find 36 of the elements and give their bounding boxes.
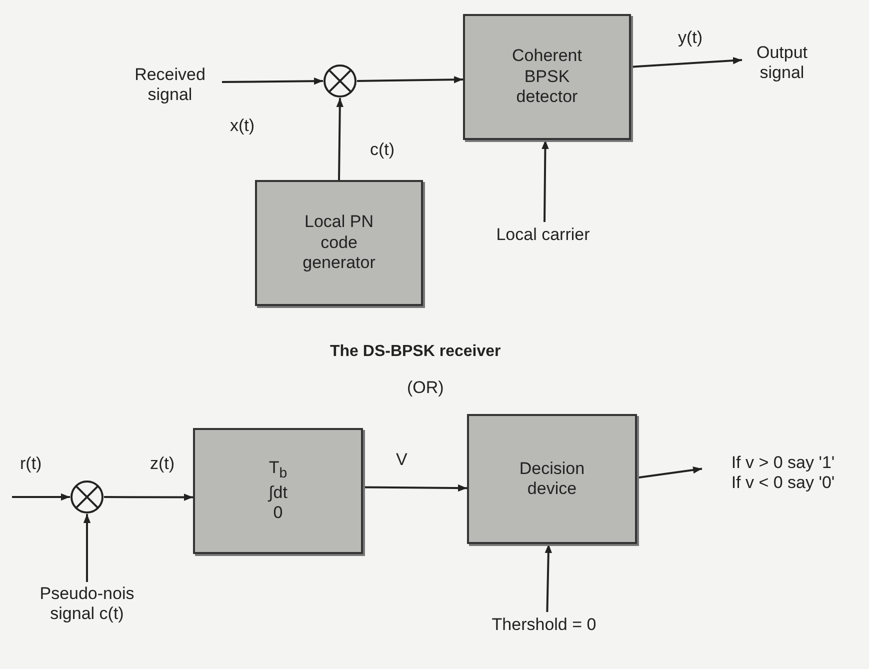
signal-label: If v > 0 say '1'	[731, 452, 835, 473]
process-box	[193, 428, 363, 554]
arrow	[222, 78, 324, 85]
edge-label: y(t)	[678, 28, 703, 48]
multiplier-symbol	[70, 480, 104, 514]
process-box	[255, 180, 423, 306]
block-text: Coherent BPSK detector	[511, 46, 583, 108]
arrow	[104, 494, 193, 501]
signal-label: Output signal	[755, 42, 809, 84]
arrow	[356, 76, 464, 84]
edge-label: x(t)	[230, 116, 255, 136]
edge-label: c(t)	[370, 140, 395, 160]
process-box	[463, 14, 631, 140]
arrow	[336, 98, 344, 180]
signal-label: Thershold = 0	[492, 614, 596, 636]
edge-label: z(t)	[150, 454, 175, 474]
arrow	[636, 466, 702, 479]
edge-label: r(t)	[20, 454, 42, 474]
arrow	[630, 57, 742, 68]
arrow	[12, 493, 70, 501]
arrow	[544, 544, 552, 612]
arrow	[83, 514, 91, 582]
arrow	[542, 140, 549, 222]
process-box	[467, 414, 637, 544]
arrow	[362, 484, 468, 492]
note-label: (OR)	[407, 378, 444, 398]
block-text: ∫dt	[268, 482, 288, 504]
block-text: 0	[273, 503, 283, 524]
signal-label: Received signal	[134, 64, 206, 106]
signal-label: If v < 0 say '0'	[731, 473, 835, 494]
block-text: Local PN code generator	[302, 212, 376, 274]
block-text: T$_{b}$	[268, 458, 288, 483]
signal-label: Local carrier	[496, 224, 590, 246]
signal-label: Pseudo-nois signal c(t)	[38, 584, 136, 624]
multiplier-symbol	[323, 64, 357, 98]
block-text: Decision device	[518, 458, 586, 500]
